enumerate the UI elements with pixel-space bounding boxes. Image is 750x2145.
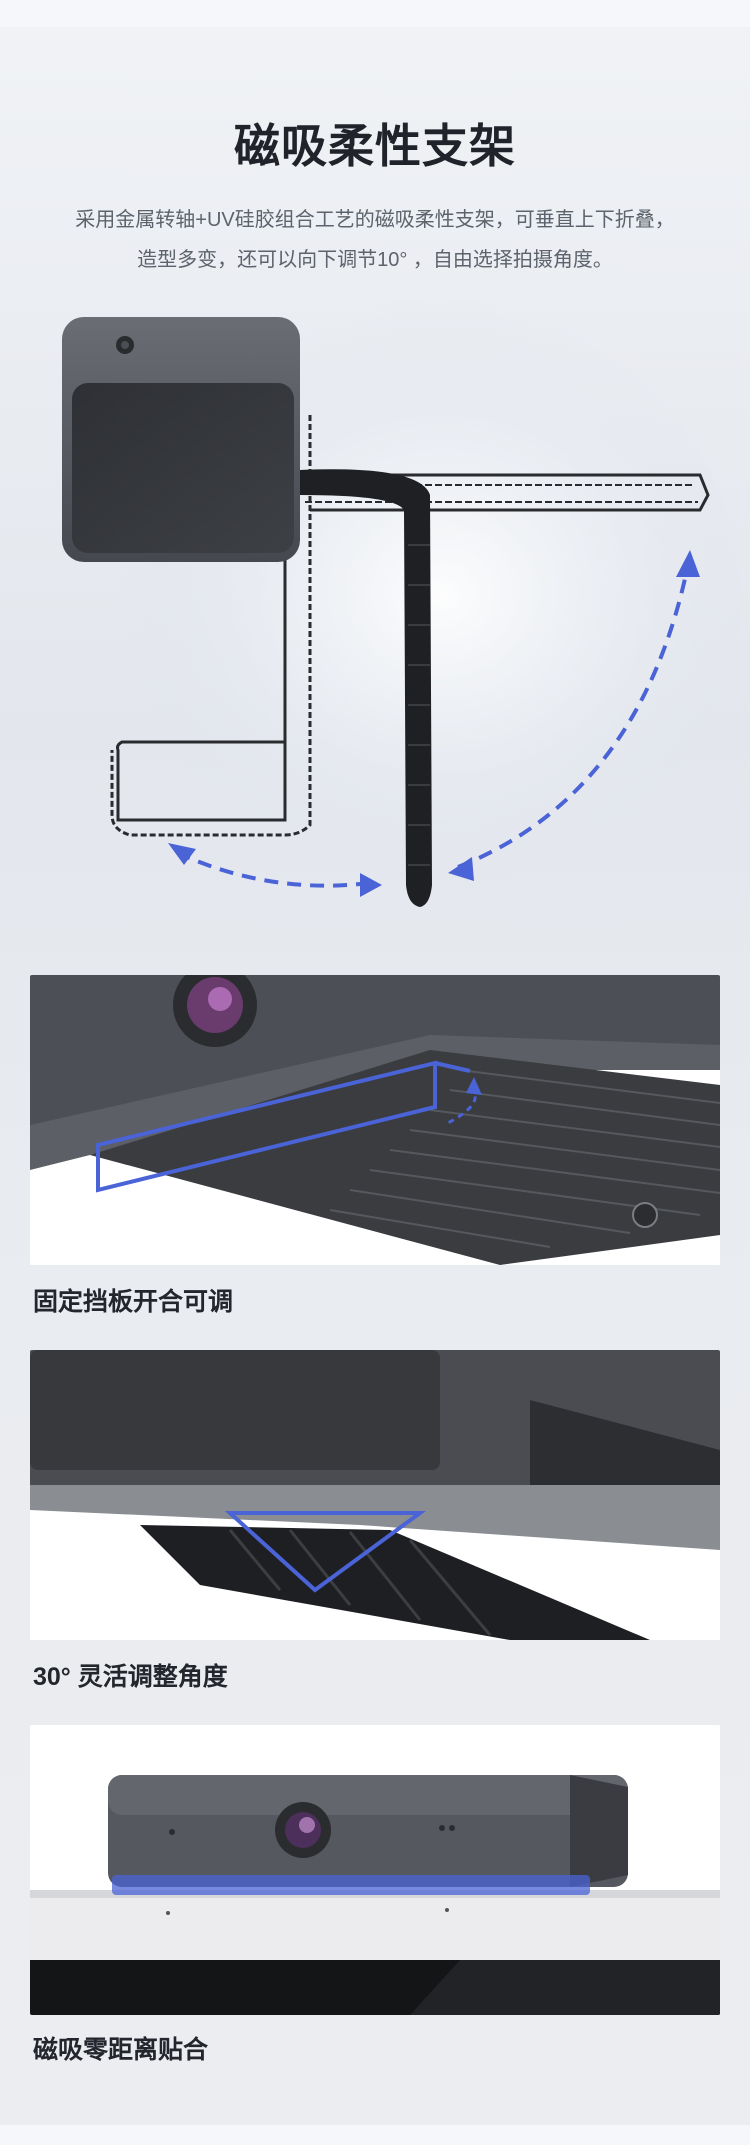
bracket-ridges xyxy=(408,544,430,866)
feature-caption-3: 磁吸零距离贴合 xyxy=(33,2036,209,2064)
plate-screw xyxy=(632,1202,658,1228)
arrow-down-left xyxy=(177,851,371,888)
feature-card-magnetic xyxy=(30,1725,720,2015)
feature-caption-1: 固定挡板开合可调 xyxy=(33,1288,234,1316)
flex-bracket xyxy=(140,1525,650,1640)
top-strip xyxy=(0,0,750,27)
bracket-illustration xyxy=(62,295,740,907)
arrow-head-left-b xyxy=(360,873,382,897)
section-title: 磁吸柔性支架 xyxy=(234,120,516,172)
section-description: 采用金属转轴+UV硅胶组合工艺的磁吸柔性支架，可垂直上下折叠， 造型多变，还可以… xyxy=(40,200,710,280)
arrow-head-left-a xyxy=(168,843,196,865)
angle-indicator xyxy=(224,1511,427,1593)
plate-ridges xyxy=(329,1069,720,1248)
arrow-head-right-b xyxy=(448,857,474,881)
magnetic-illustration xyxy=(30,1725,720,2015)
bracket-outline-down-inner xyxy=(110,415,312,837)
bracket-solid xyxy=(300,469,432,907)
description-line-1: 采用金属转轴+UV硅胶组合工艺的磁吸柔性支架，可垂直上下折叠， xyxy=(75,209,675,231)
baffle-illustration xyxy=(30,975,720,1265)
bracket-ribs xyxy=(228,1529,492,1636)
mic-dot-right xyxy=(439,1825,445,1831)
description-line-2: 造型多变，还可以向下调节10° ，自由选择拍摄角度。 xyxy=(137,249,613,271)
monitor-top xyxy=(30,1890,720,1960)
feature-card-angle xyxy=(30,1350,720,1640)
feature-card-baffle xyxy=(30,975,720,1265)
arrow-up-right xyxy=(457,564,690,869)
feature-caption-2: 30° 灵活调整角度 xyxy=(33,1663,228,1691)
bracket-outline-down xyxy=(116,415,287,822)
baffle-highlight xyxy=(96,1060,437,1193)
angle-illustration xyxy=(30,1350,720,1640)
hero-illustration xyxy=(0,295,750,935)
mount-base xyxy=(30,1485,720,1550)
mic-dot-left xyxy=(169,1829,175,1835)
bracket-outline-horizontal xyxy=(310,473,710,512)
arrow-head-right-a xyxy=(676,550,700,577)
magnetic-highlight xyxy=(112,1875,590,1895)
camera-front-face xyxy=(72,383,294,553)
bottom-strip xyxy=(0,2125,750,2145)
